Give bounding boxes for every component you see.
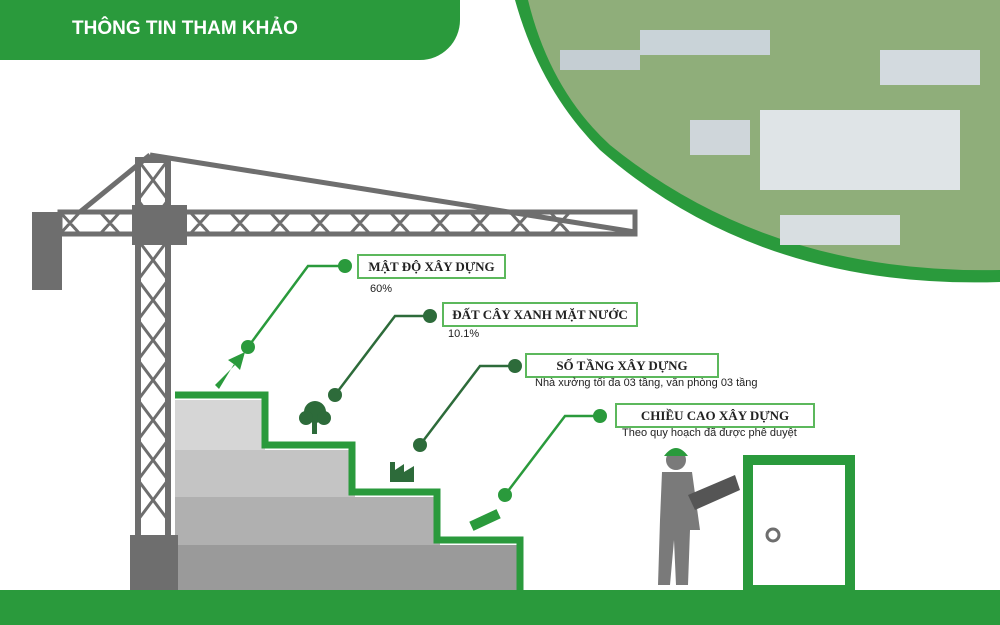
arrow-up-icon [215,352,245,389]
label-building-density: MẬT ĐỘ XÂY DỰNG [357,254,506,279]
crane [32,152,638,590]
label-floor-count: SỐ TẦNG XÂY DỰNG [525,353,719,378]
worker-silhouette [658,448,740,585]
industrial-park-photo [515,0,1000,283]
ground-bar [0,590,1000,625]
value-floor-count: Nhà xưởng tối đa 03 tầng, văn phòng 03 t… [535,377,758,389]
door [743,455,855,595]
header-banner: THÔNG TIN THAM KHẢO [0,0,460,60]
connectors [246,264,600,496]
value-building-height: Theo quy hoạch đã được phê duyệt [622,427,797,439]
label-building-height: CHIỀU CAO XÂY DỰNG [615,403,815,428]
ruler-icon [469,509,501,531]
header-title: THÔNG TIN THAM KHẢO [72,18,298,39]
value-green-water-area: 10.1% [448,328,480,340]
stairs [175,391,524,590]
value-building-density: 60% [370,283,393,295]
factory-icon [390,462,414,482]
label-green-water-area: ĐẤT CÂY XANH MẶT NƯỚC [442,302,638,327]
tree-icon [299,401,331,434]
